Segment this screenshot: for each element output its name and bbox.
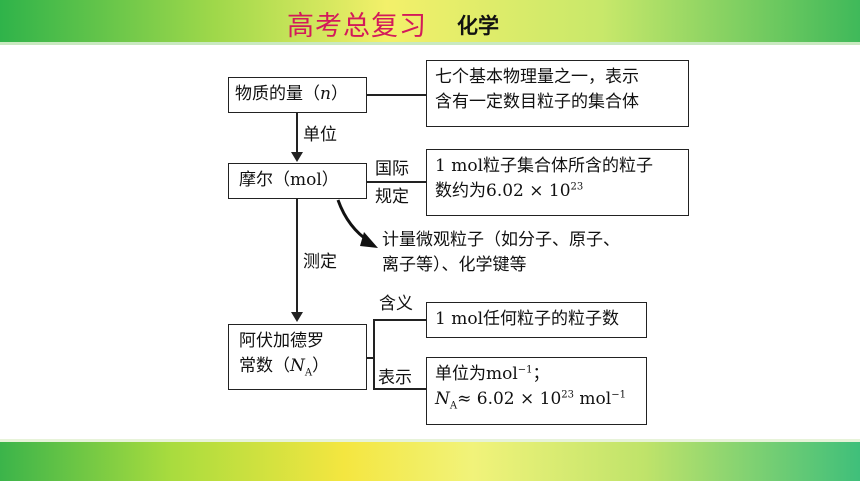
bracket-bottom: [373, 388, 426, 390]
definition-amount-line1: 七个基本物理量之一，表示: [435, 67, 639, 87]
node-avogadro-line2: 常数（NA）: [239, 356, 330, 379]
arrow-unit-shaft: [296, 113, 298, 158]
edge-label-unit: 单位: [303, 125, 337, 145]
header-banner: 高考总复习 化学: [0, 0, 860, 42]
arrow-measure-shaft: [296, 199, 298, 317]
header-title: 高考总复习: [287, 11, 427, 42]
header-subject: 化学: [457, 14, 499, 38]
edge-label-intl-2: 规定: [375, 187, 409, 207]
connector-avogadro-stub: [367, 357, 374, 359]
measure-note-line1: 计量微观粒子（如分子、原子、: [382, 230, 620, 250]
footer-banner: [0, 442, 860, 481]
curved-arrow: [336, 199, 378, 248]
definition-mole-line2: 数约为6.02 × 1023: [435, 181, 584, 201]
edge-label-intl-1: 国际: [375, 159, 409, 179]
definition-express: 单位为mol−1； NA≈ 6.02 × 1023 mol−1: [426, 357, 647, 425]
definition-express-line1: 单位为mol−1；: [435, 364, 550, 384]
node-amount-var: n: [320, 84, 331, 104]
header-divider: [0, 42, 860, 45]
arrow-measure-head: [291, 312, 303, 322]
node-amount-text: 物质的量（: [235, 84, 320, 104]
node-mole: 摩尔（mol）: [228, 163, 367, 199]
definition-mole: 1 mol粒子集合体所含的粒子 数约为6.02 × 1023: [426, 149, 689, 216]
node-amount-close: ）: [330, 84, 348, 104]
edge-label-meaning: 含义: [379, 294, 413, 314]
definition-express-line2: NA≈ 6.02 × 1023 mol−1: [435, 389, 626, 412]
edge-label-express: 表示: [378, 368, 412, 388]
definition-amount-line2: 含有一定数目粒子的集合体: [435, 92, 639, 112]
definition-meaning-text: 1 mol任何粒子的粒子数: [435, 309, 620, 329]
connector-amount-def: [367, 94, 426, 96]
node-avogadro-line1: 阿伏加德罗: [239, 331, 324, 351]
definition-amount: 七个基本物理量之一，表示 含有一定数目粒子的集合体: [426, 60, 689, 127]
connector-mole-def: [367, 181, 426, 183]
measure-note: 计量微观粒子（如分子、原子、 离子等）、化学键等: [382, 228, 620, 278]
definition-mole-line1: 1 mol粒子集合体所含的粒子: [435, 156, 654, 176]
bracket-top: [373, 319, 426, 321]
arrow-unit-head: [291, 152, 303, 162]
edge-label-measure: 测定: [303, 252, 337, 272]
bracket-vertical: [373, 319, 375, 389]
measure-note-line2: 离子等）、化学键等: [382, 255, 527, 275]
footer-divider: [0, 439, 860, 442]
node-mole-text: 摩尔（mol）: [239, 170, 339, 190]
node-amount-of-substance: 物质的量（n）: [228, 77, 367, 113]
node-avogadro: 阿伏加德罗 常数（NA）: [228, 324, 367, 390]
definition-meaning: 1 mol任何粒子的粒子数: [426, 302, 647, 338]
